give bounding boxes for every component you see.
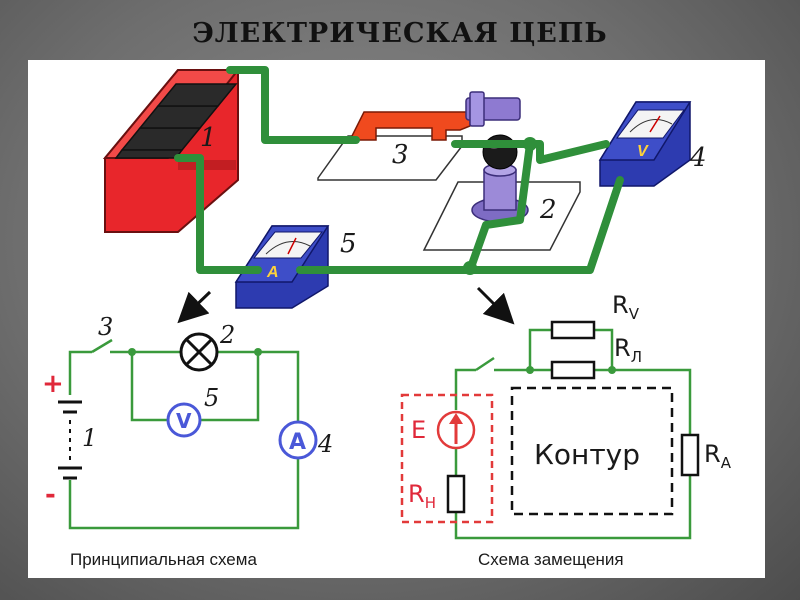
label-battery: 1 [200,123,217,153]
ammeter-illustration: A [234,225,330,309]
junction-dot [128,348,136,356]
junction-dot [608,366,616,374]
label-r-ammeter: RA [704,440,732,472]
schematic-label-ammeter: 4 [317,430,333,458]
junction-dot [526,366,534,374]
wire-junctions [463,137,537,275]
resistor-ammeter [680,433,700,477]
contour-label: Контур [534,438,640,471]
label-lamp: 2 [539,195,557,225]
schematic-voltmeter: V [166,402,202,438]
label-r-internal: RН [408,480,436,512]
svg-text:V: V [176,409,192,433]
equivalent-caption: Схема замещения [478,550,624,569]
schematic-caption: Принципиальная схема [70,550,257,569]
arrow-to-schematic [177,290,212,324]
label-r-voltmeter: RV [612,291,640,323]
pictorial-wires [174,66,624,274]
principal-schematic: + - 1 3 2 V 5 A 4 Принципиальная схема [42,313,333,569]
equivalent-wires [454,328,692,540]
page-title: ЭЛЕКТРИЧЕСКАЯ ЦЕПЬ [192,18,608,49]
label-emf: E [411,416,426,444]
label-switch: 3 [392,140,409,170]
label-r-lamp: RЛ [614,334,642,366]
switch-contact [351,91,521,141]
pictorial-circuit: V A 1 2 3 4 5 [102,66,707,325]
ammeter-symbol: A [266,264,279,281]
contour-dashed-box [510,386,674,516]
label-ammeter: 5 [340,229,357,259]
schematic-label-lamp: 2 [219,321,235,349]
schematic-ammeter: A [278,420,318,460]
junction-dot [254,348,262,356]
resistor-internal [446,474,466,514]
minus-sign: - [45,480,56,510]
lamp-illustration [471,134,529,223]
voltmeter-illustration: V [598,101,692,187]
schematic-label-battery: 1 [82,424,97,452]
schematic-label-switch: 3 [98,313,113,341]
lamp-symbol [179,332,219,372]
schematic-label-voltmeter: 5 [204,384,219,412]
resistor-voltmeter [550,320,596,340]
schematic-wires [68,338,300,530]
arrow-to-equivalent [476,286,515,325]
label-voltmeter: 4 [689,143,707,173]
battery-symbol [58,400,82,480]
battery-illustration [102,69,241,233]
svg-text:A: A [289,430,306,455]
equivalent-schematic: RV RЛ RA E RН Контур Схема замещения [400,291,732,569]
resistor-lamp [550,360,596,380]
plus-sign: + [42,369,64,399]
emf-source-symbol [436,410,476,450]
voltmeter-symbol: V [637,143,649,160]
